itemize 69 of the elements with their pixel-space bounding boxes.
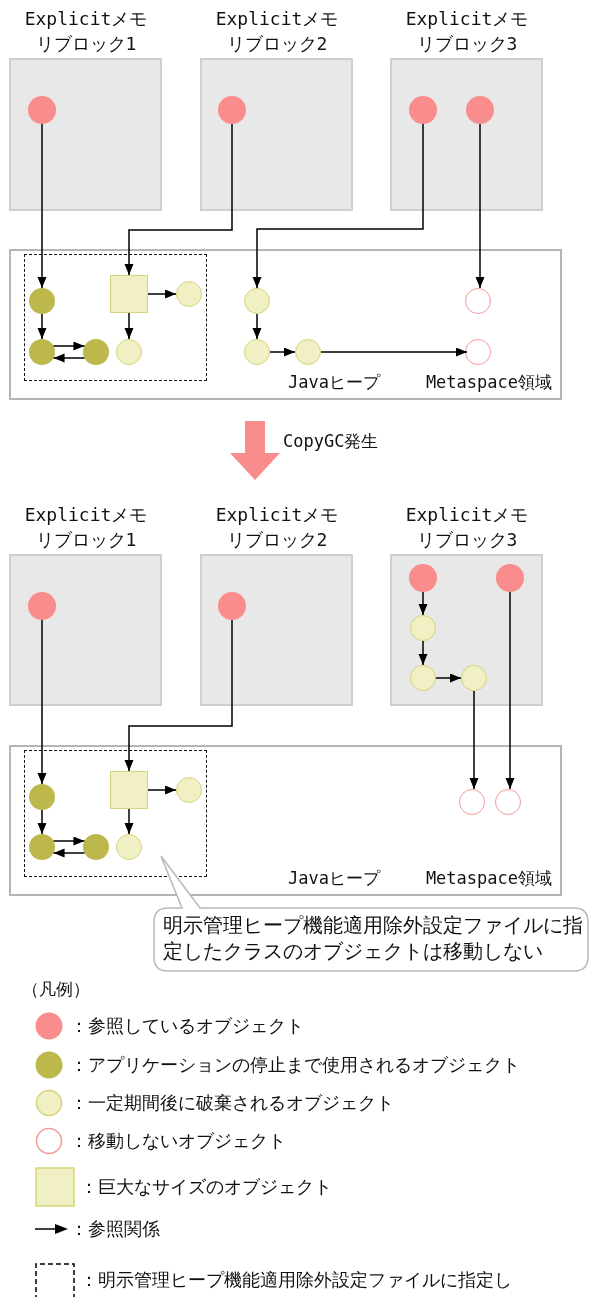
short-lived-object-circle (176, 777, 202, 803)
area-label: Javaヒープ (288, 867, 380, 890)
reference-arrow (52, 353, 86, 363)
metaspace-area (388, 249, 562, 400)
reference-arrow (147, 289, 177, 299)
reference-arrow (505, 591, 515, 790)
reference-arrow (124, 123, 233, 276)
unmoved-object-circle (465, 339, 491, 365)
transition-label: CopyGC発生 (283, 430, 379, 453)
long-lived-object-circle (29, 784, 55, 810)
reference-arrow (124, 619, 233, 772)
reference-arrow (37, 313, 47, 340)
long-lived-object-circle (29, 339, 55, 365)
reference-arrow (52, 848, 86, 858)
legend-text: ：移動しないオブジェクト (70, 1129, 286, 1153)
unmoved-object-circle (459, 789, 485, 815)
reference-arrow (37, 123, 47, 289)
reference-arrow (418, 591, 428, 616)
reference-arrow (418, 640, 428, 666)
reference-arrow (435, 673, 462, 683)
short-lived-object-circle (244, 339, 270, 365)
reference-arrow (124, 312, 134, 340)
legend-text: ：明示管理ヒープ機能適用除外設定ファイルに指定し (80, 1268, 512, 1292)
reference-arrow (269, 347, 296, 357)
reference-arrow (475, 123, 485, 289)
area-label: Metaspace領域 (425, 867, 552, 890)
block-title: Explicitメモリブロック2 (214, 7, 340, 56)
reference-arrow (252, 313, 262, 340)
legend-text: ：参照しているオブジェクト (70, 1014, 304, 1038)
reference-arrow (52, 836, 86, 846)
excluded-class-region (24, 750, 207, 877)
block-title: Explicitメモリブロック2 (214, 503, 340, 552)
short-lived-object-circle (295, 339, 321, 365)
reference-arrow (252, 123, 424, 289)
long-lived-object-circle (29, 288, 55, 314)
reference-arrow (52, 341, 86, 351)
java-heap-area (9, 249, 390, 400)
metaspace-area (388, 745, 562, 896)
short-lived-object-circle (244, 288, 270, 314)
legend-text: ：アプリケーションの停止まで使用されるオブジェクト (70, 1053, 520, 1077)
large-object-square (110, 771, 148, 809)
block-title: Explicitメモリブロック3 (404, 7, 530, 56)
short-lived-object-circle (116, 339, 142, 365)
reference-arrow (320, 347, 468, 357)
reference-arrow (37, 809, 47, 835)
block-title: Explicitメモリブロック1 (23, 503, 149, 552)
large-object-square (110, 275, 148, 313)
long-lived-object-circle (29, 834, 55, 860)
reference-arrow (124, 808, 134, 835)
short-lived-object-circle (116, 834, 142, 860)
excluded-class-region (24, 254, 207, 381)
unmoved-object-circle (465, 288, 491, 314)
unmoved-object-circle (495, 789, 521, 815)
area-label: Javaヒープ (288, 371, 380, 394)
long-lived-object-circle (83, 834, 109, 860)
long-lived-object-circle (83, 339, 109, 365)
short-lived-object-circle (176, 281, 202, 307)
callout-text: 明示管理ヒープ機能適用除外設定ファイルに指定したクラスのオブジェクトは移動しない (163, 913, 583, 965)
area-label: Metaspace領域 (425, 371, 552, 394)
legend-text: ：巨大なサイズのオブジェクト (80, 1175, 332, 1199)
legend-text: ：参照関係 (70, 1217, 160, 1241)
java-heap-area (9, 745, 390, 896)
reference-arrow (37, 619, 47, 785)
legend-title: （凡例） (22, 978, 90, 1001)
reference-arrow (147, 785, 177, 795)
legend-text: ：一定期間後に破棄されるオブジェクト (70, 1091, 394, 1115)
reference-arrow (469, 690, 479, 790)
block-title: Explicitメモリブロック3 (404, 503, 530, 552)
block-title: Explicitメモリブロック1 (23, 7, 149, 56)
